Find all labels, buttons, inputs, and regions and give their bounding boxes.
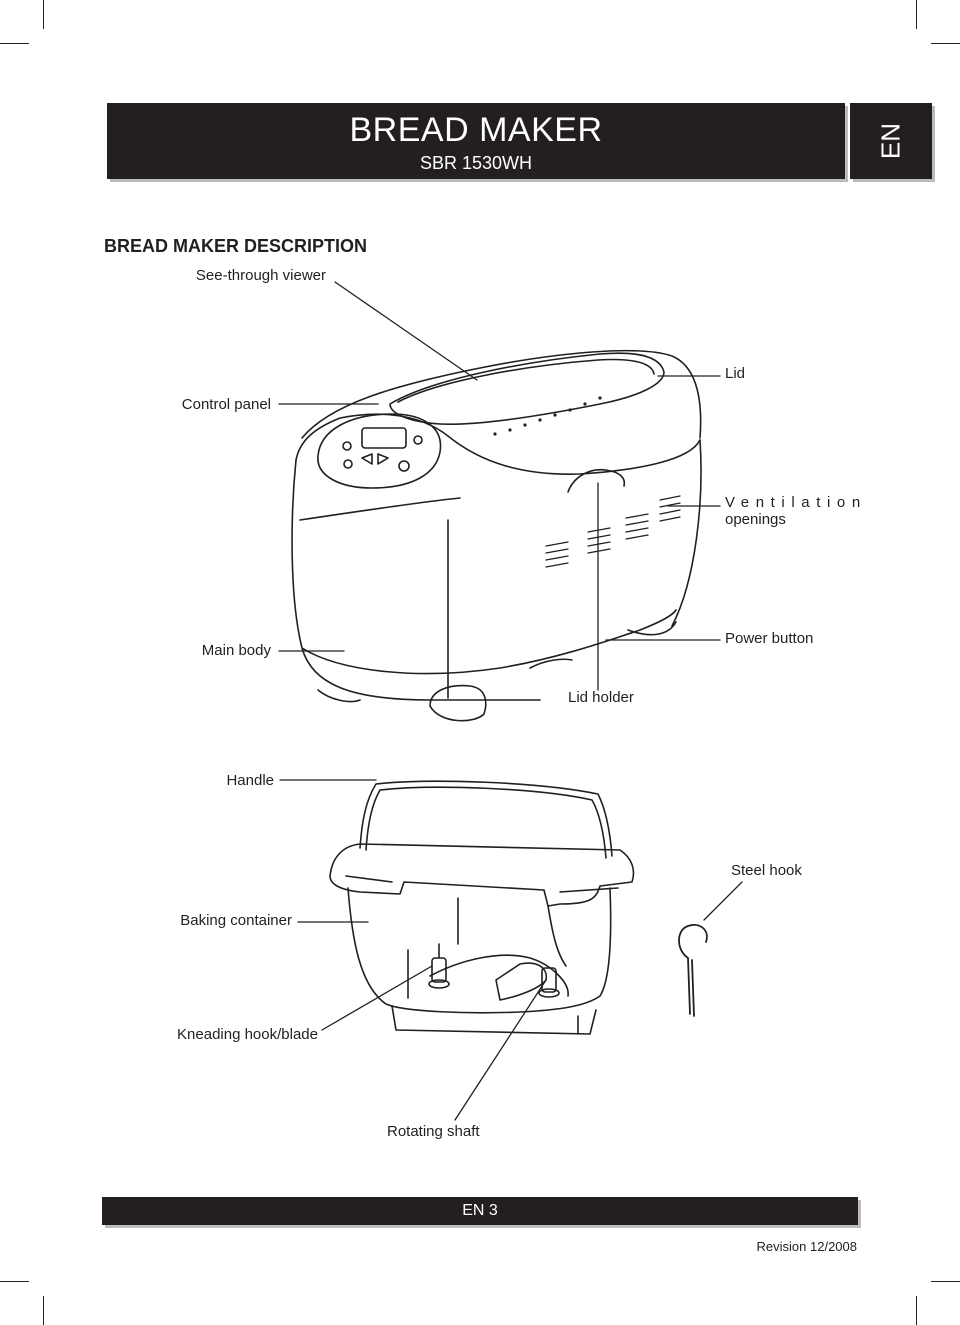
page-number-bar: EN 3: [102, 1197, 858, 1225]
header-banner: BREAD MAKER SBR 1530WH: [107, 103, 845, 179]
page-title: BREAD MAKER: [349, 111, 603, 149]
label-ventilation: Ventilation: [725, 494, 867, 511]
crop-mark: [916, 0, 917, 29]
crop-mark: [43, 1296, 44, 1325]
label-kneading-hook: Kneading hook/blade: [177, 1026, 318, 1043]
display-screen: [361, 427, 407, 449]
label-rotating-shaft: Rotating shaft: [387, 1123, 480, 1140]
panel-button: [343, 459, 353, 469]
label-control-panel: Control panel: [181, 396, 271, 413]
panel-arrow: [361, 453, 373, 465]
panel-arrow: [377, 453, 389, 465]
handle: [359, 780, 613, 857]
foot: [317, 689, 361, 703]
crop-mark: [43, 0, 44, 29]
panel-button: [342, 441, 352, 451]
label-lid-holder: Lid holder: [568, 689, 634, 706]
foot: [429, 684, 487, 722]
leader-lines-top: [278, 281, 721, 691]
language-tab: EN: [850, 103, 932, 179]
label-lid: Lid: [725, 365, 746, 382]
foot: [529, 658, 573, 669]
control-panel: [317, 413, 442, 489]
label-openings: openings: [725, 511, 786, 528]
revision-note: Revision 12/2008: [756, 1239, 857, 1254]
crop-mark: [931, 43, 960, 44]
page-number: EN 3: [462, 1202, 498, 1219]
model-number: SBR 1530WH: [419, 153, 533, 173]
kneading-blade: [495, 962, 548, 1001]
panel-button: [413, 435, 423, 445]
crop-mark: [916, 1296, 917, 1325]
label-baking-container: Baking container: [180, 912, 292, 929]
label-power-button: Power button: [725, 630, 814, 647]
crop-mark: [0, 1281, 29, 1282]
label-steel-hook: Steel hook: [731, 862, 802, 879]
section-title: BREAD MAKER DESCRIPTION: [104, 236, 368, 256]
label-see-through-viewer: See-through viewer: [195, 267, 326, 284]
leader-lines-bottom: [279, 779, 743, 1121]
baking-container: [329, 780, 635, 1035]
panel-button: [398, 460, 410, 472]
crop-mark: [931, 1281, 960, 1282]
rotating-shaft: [541, 967, 557, 993]
label-handle: Handle: [226, 772, 274, 789]
label-main-body: Main body: [201, 642, 271, 659]
crop-mark: [0, 43, 29, 44]
bread-maker-body: [291, 349, 702, 722]
foot: [627, 621, 677, 636]
ventilation-slots: [545, 495, 681, 568]
indicator-dots: [493, 396, 602, 436]
steel-hook: [678, 924, 708, 1017]
